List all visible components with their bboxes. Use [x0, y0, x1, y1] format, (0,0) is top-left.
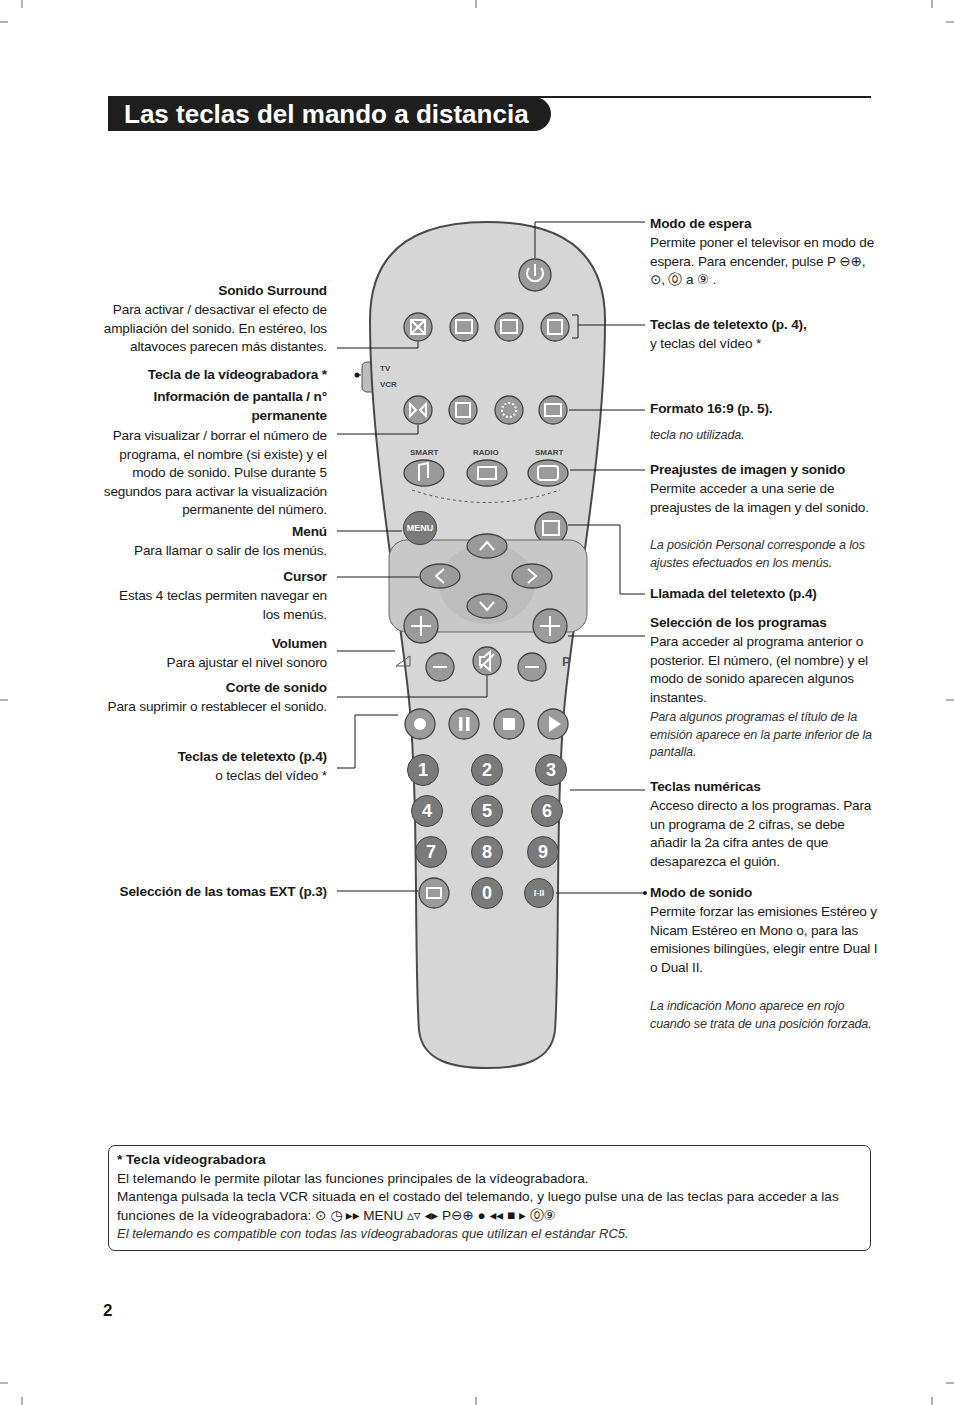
key-label: TV [380, 364, 410, 373]
footnote-text: El telemando le permite pilotar las func… [117, 1170, 862, 1189]
footnote-heading: * Tecla vídeograbadora [117, 1151, 862, 1170]
callout-text: Modo de espera [650, 215, 875, 234]
callout-text: o teclas del vídeo * [87, 767, 327, 786]
button-label: 1 [418, 760, 428, 781]
number-button: 9 [527, 836, 559, 868]
key-label: VCR [380, 380, 410, 389]
button-label: 2 [482, 760, 492, 781]
number-button: 8 [471, 836, 503, 868]
footnote-box: * Tecla vídeograbadoraEl telemando le pe… [108, 1145, 871, 1251]
callout-text: Volumen [87, 635, 327, 654]
callout-text: Menú [87, 523, 327, 542]
callout-text: Permite forzar las emisiones Estéreo y N… [650, 903, 878, 977]
key-label: SMART [410, 448, 450, 457]
number-button: I-II [524, 878, 554, 908]
callout-text: Formato 16:9 (p. 5). [650, 400, 875, 419]
footnote-text: Mantenga pulsada la tecla VCR situada en… [117, 1188, 862, 1225]
callout-text: Para acceder al programa anterior o post… [650, 633, 878, 707]
button-label: 6 [542, 801, 552, 822]
button-label: 3 [546, 760, 556, 781]
button-label: 8 [482, 842, 492, 863]
number-button: 3 [535, 754, 567, 786]
button-label: 0 [482, 883, 492, 904]
key-label: P [562, 655, 582, 669]
button-label: 7 [426, 842, 436, 863]
number-button: 6 [531, 795, 563, 827]
number-button: 5 [471, 795, 503, 827]
callout-text: Llamada del teletexto (p.4) [650, 585, 875, 604]
number-button: 7 [415, 836, 447, 868]
callout-text: Selección de las tomas EXT (p.3) [67, 883, 327, 902]
callout-text: Para ajustar el nivel sonoro [87, 654, 327, 673]
callout-text: Para algunos programas el título de la e… [650, 709, 878, 762]
callout-text: Selección de los programas [650, 614, 878, 633]
callout-text: Corte de sonido [67, 679, 327, 698]
callout-text: Sonido Surround [87, 282, 327, 301]
button-label: MENU [407, 523, 434, 533]
callout-text: Teclas de teletexto (p. 4), [650, 316, 875, 335]
callout-text: Para suprimir o restablecer el sonido. [67, 698, 327, 717]
callout-text: La indicación Mono aparece en rojo cuand… [650, 998, 878, 1033]
callout-text: Permite acceder a una serie de preajuste… [650, 480, 875, 517]
callout-text: Para visualizar / borrar el número de pr… [87, 427, 327, 520]
number-button: 2 [471, 754, 503, 786]
title-banner: Las teclas del mando a distancia [108, 97, 551, 131]
menu-button: MENU [403, 511, 437, 545]
number-button: 4 [411, 795, 443, 827]
callout-text: Para llamar o salir de los menús. [87, 542, 327, 561]
callout-text: Cursor [87, 568, 327, 587]
callout-text: La posición Personal corresponde a los a… [650, 537, 875, 572]
callout-text: Para activar / desactivar el efecto de a… [87, 301, 327, 357]
number-button: 0 [471, 877, 503, 909]
button-label: 9 [538, 842, 548, 863]
footnote-text: El telemando es compatible con todas las… [117, 1225, 862, 1244]
key-label: SMART [535, 448, 575, 457]
callout-text: y teclas del vídeo * [650, 335, 875, 354]
callout-text: Estas 4 teclas permiten navegar en los m… [112, 587, 327, 624]
title-text: Las teclas del mando a distancia [124, 99, 529, 130]
callout-text: tecla no utilizada. [650, 427, 875, 445]
callout-text: Teclas de teletexto (p.4) [87, 748, 327, 767]
key-label: RADIO [473, 448, 513, 457]
button-label: 5 [482, 801, 492, 822]
callout-text: Información de pantalla / n° permanente [112, 388, 327, 425]
callout-text: Modo de sonido [650, 884, 878, 903]
number-button: 1 [407, 754, 439, 786]
callout-text: Preajustes de imagen y sonido [650, 461, 875, 480]
callout-text: Permite poner el televisor en modo de es… [650, 234, 875, 290]
page-number: 2 [103, 1302, 133, 1321]
callout-text: Acceso directo a los programas. Para un … [650, 797, 878, 871]
callout-text: Tecla de la vídeograbadora * [87, 366, 327, 385]
button-label: I-II [534, 888, 545, 898]
callout-text: Teclas numéricas [650, 778, 878, 797]
button-label: 4 [422, 801, 432, 822]
